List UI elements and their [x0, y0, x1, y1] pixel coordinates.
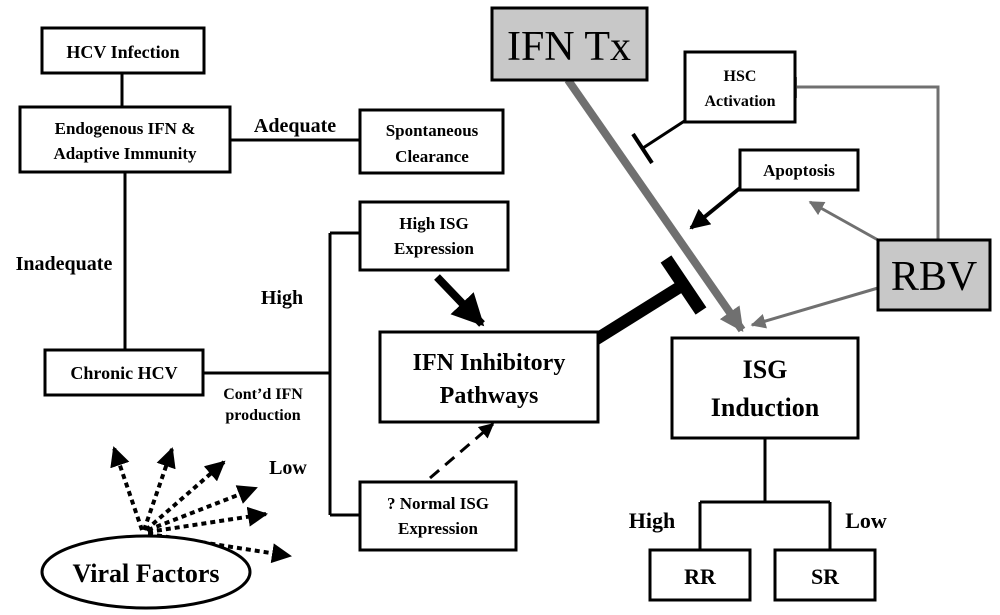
rr-label: RR	[684, 564, 717, 589]
label-inadequate: Inadequate	[16, 253, 113, 275]
label-high-left: High	[261, 287, 303, 309]
label-contd-line1: Cont’d IFN	[223, 386, 303, 403]
label-low-right: Low	[845, 508, 887, 533]
normal-isg-label-line2: Expression	[398, 519, 479, 538]
node-rr: RR	[648, 548, 752, 602]
node-sr: SR	[773, 548, 877, 602]
endogenous-label-line1: Endogenous IFN &	[55, 119, 196, 138]
inhibitory-label-line2: Pathways	[440, 383, 539, 409]
node-ifn-tx: IFN Tx	[490, 6, 649, 82]
node-hcv-infection: HCV Infection	[40, 26, 206, 75]
chronic-hcv-label: Chronic HCV	[70, 363, 177, 383]
node-ifn-inhibitory-pathways: IFN Inhibitory Pathways	[378, 330, 600, 424]
viral-arrow-5	[147, 506, 268, 534]
spontaneous-label-line2: Clearance	[395, 147, 469, 166]
arrow-highisg-inhibitory	[434, 274, 485, 327]
isg-induction-label-line2: Induction	[711, 393, 820, 422]
isg-induction-label-line1: ISG	[743, 355, 788, 384]
hcv-infection-label: HCV Infection	[66, 42, 179, 62]
arrow-apoptosis	[689, 186, 742, 230]
edge-labels: Adequate Inadequate High Low Cont’d IFN …	[16, 115, 887, 533]
normal-isg-label-line1: ? Normal ISG	[387, 494, 489, 513]
inhibitor-hsc	[631, 118, 687, 165]
node-endogenous: Endogenous IFN & Adaptive Immunity	[18, 105, 232, 174]
ifn-tx-label: IFN Tx	[507, 24, 631, 70]
arrow-rbv-isg	[750, 286, 879, 329]
rbv-label: RBV	[891, 254, 977, 300]
endogenous-label-line2: Adaptive Immunity	[53, 144, 197, 163]
node-viral-factors: Viral Factors	[40, 534, 252, 610]
arrows	[110, 77, 940, 564]
node-chronic-hcv: Chronic HCV	[43, 348, 205, 397]
viral-factor-arrows	[110, 446, 292, 564]
inhibitory-label-line1: IFN Inhibitory	[413, 350, 566, 376]
node-apoptosis: Apoptosis	[738, 148, 860, 192]
high-isg-label-line2: Expression	[394, 239, 475, 258]
node-spontaneous-clearance: Spontaneous Clearance	[358, 108, 505, 175]
label-high-right: High	[629, 508, 675, 533]
viral-arrow-4	[147, 485, 258, 532]
arrow-rbv-apoptosis	[808, 200, 879, 242]
arrow-normalisg-inhibitory	[429, 422, 495, 480]
node-hsc-activation: HSC Activation	[683, 50, 797, 124]
label-adequate: Adequate	[254, 115, 336, 137]
hsc-label-line2: Activation	[704, 93, 775, 110]
viral-factors-label: Viral Factors	[72, 559, 219, 588]
viral-arrow-1	[110, 446, 144, 531]
viral-arrow-2	[142, 447, 176, 531]
label-low-left: Low	[269, 457, 307, 479]
inhibitor-inhibitory-pathways	[591, 255, 707, 346]
hsc-label-line1: HSC	[724, 68, 757, 85]
viral-arrow-6	[147, 532, 292, 564]
high-isg-label-line1: High ISG	[399, 214, 468, 233]
arrow-ifntx-isg	[564, 77, 746, 333]
spontaneous-label-line1: Spontaneous	[386, 121, 479, 140]
node-isg-induction: ISG Induction	[670, 336, 860, 440]
node-rbv: RBV	[876, 238, 992, 312]
sr-label: SR	[811, 564, 840, 589]
label-contd-line2: production	[225, 407, 300, 424]
node-high-isg: High ISG Expression	[358, 200, 510, 272]
connectors	[120, 73, 832, 550]
node-normal-isg: ? Normal ISG Expression	[358, 480, 518, 552]
apoptosis-label: Apoptosis	[763, 161, 835, 180]
